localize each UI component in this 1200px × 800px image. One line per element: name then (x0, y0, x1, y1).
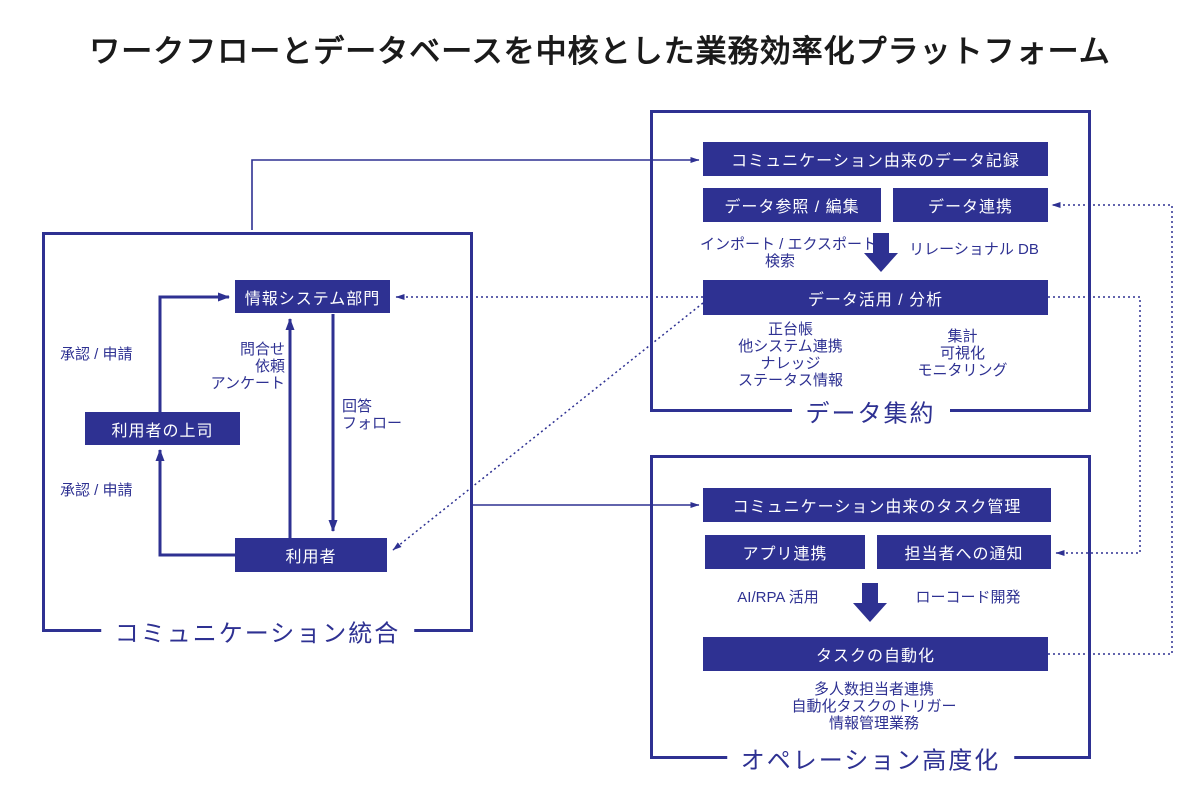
node-user: 利用者 (235, 538, 387, 572)
label-output-line: 集計 (947, 328, 978, 345)
label-output-line: 情報管理業務 (828, 715, 919, 732)
label-low-code: ローコード開発 (915, 589, 1021, 606)
node-data-ref-edit: データ参照 / 編集 (703, 188, 881, 222)
node-data-record: コミュニケーション由来のデータ記録 (703, 142, 1048, 176)
label-response: 回答 フォロー (342, 398, 402, 432)
label-output-line: ステータス情報 (737, 372, 843, 389)
label-analysis-outputs-right: 集計 可視化 モニタリング (885, 328, 1040, 379)
label-import-export: インポート / エクスポート 検索 (700, 236, 878, 270)
label-output-line: 可視化 (939, 345, 985, 362)
label-inquiry-line: 問合せ (239, 341, 285, 358)
label-inquiry-line: 依頼 (254, 358, 285, 375)
label-approval-bottom: 承認 / 申請 (60, 482, 133, 499)
label-output-line: 他システム連携 (738, 338, 843, 355)
label-import-line: インポート / エクスポート (700, 236, 878, 253)
data-aggregation-frame-label: データ集約 (791, 393, 950, 429)
communication-frame: コミュニケーション統合 (42, 232, 473, 649)
label-relational-db: リレーショナル DB (909, 241, 1039, 258)
node-task-automation: タスクの自動化 (703, 637, 1048, 671)
label-output-line: モニタリング (917, 362, 1008, 379)
node-data-analysis: データ活用 / 分析 (703, 280, 1048, 315)
label-response-line: フォロー (342, 415, 403, 432)
label-inquiry: 問合せ 依頼 アンケート (185, 341, 285, 392)
node-it-department: 情報システム部門 (235, 280, 390, 313)
node-app-linkage: アプリ連携 (705, 535, 865, 569)
node-data-linkage: データ連携 (893, 188, 1048, 222)
label-output-line: 自動化タスクのトリガー (791, 698, 957, 715)
node-notify-assignee: 担当者への通知 (877, 535, 1051, 569)
label-analysis-outputs-left: 正台帳 他システム連携 ナレッジ ステータス情報 (703, 321, 878, 389)
label-output-line: 正台帳 (767, 321, 813, 338)
communication-frame-label: コミュニケーション統合 (100, 613, 415, 649)
label-approval-top: 承認 / 申請 (60, 346, 133, 363)
label-ai-rpa: AI/RPA 活用 (737, 589, 819, 606)
label-output-line: ナレッジ (760, 355, 821, 372)
connector-communication-to-data-record (251, 157, 700, 230)
label-automation-outputs: 多人数担当者連携 自動化タスクのトリガー 情報管理業務 (700, 681, 1048, 732)
label-response-line: 回答 (342, 398, 373, 415)
label-inquiry-line: アンケート (210, 375, 285, 392)
node-task-management: コミュニケーション由来のタスク管理 (703, 488, 1051, 522)
label-output-line: 多人数担当者連携 (813, 681, 934, 698)
data-aggregation-frame: データ集約 (650, 110, 1091, 429)
node-user-boss: 利用者の上司 (85, 412, 240, 445)
operation-frame-label: オペレーション高度化 (726, 740, 1015, 776)
page-title: ワークフローとデータベースを中核とした業務効率化プラットフォーム (89, 34, 1111, 69)
label-import-line: 検索 (764, 253, 795, 270)
operation-frame: オペレーション高度化 (650, 455, 1091, 776)
